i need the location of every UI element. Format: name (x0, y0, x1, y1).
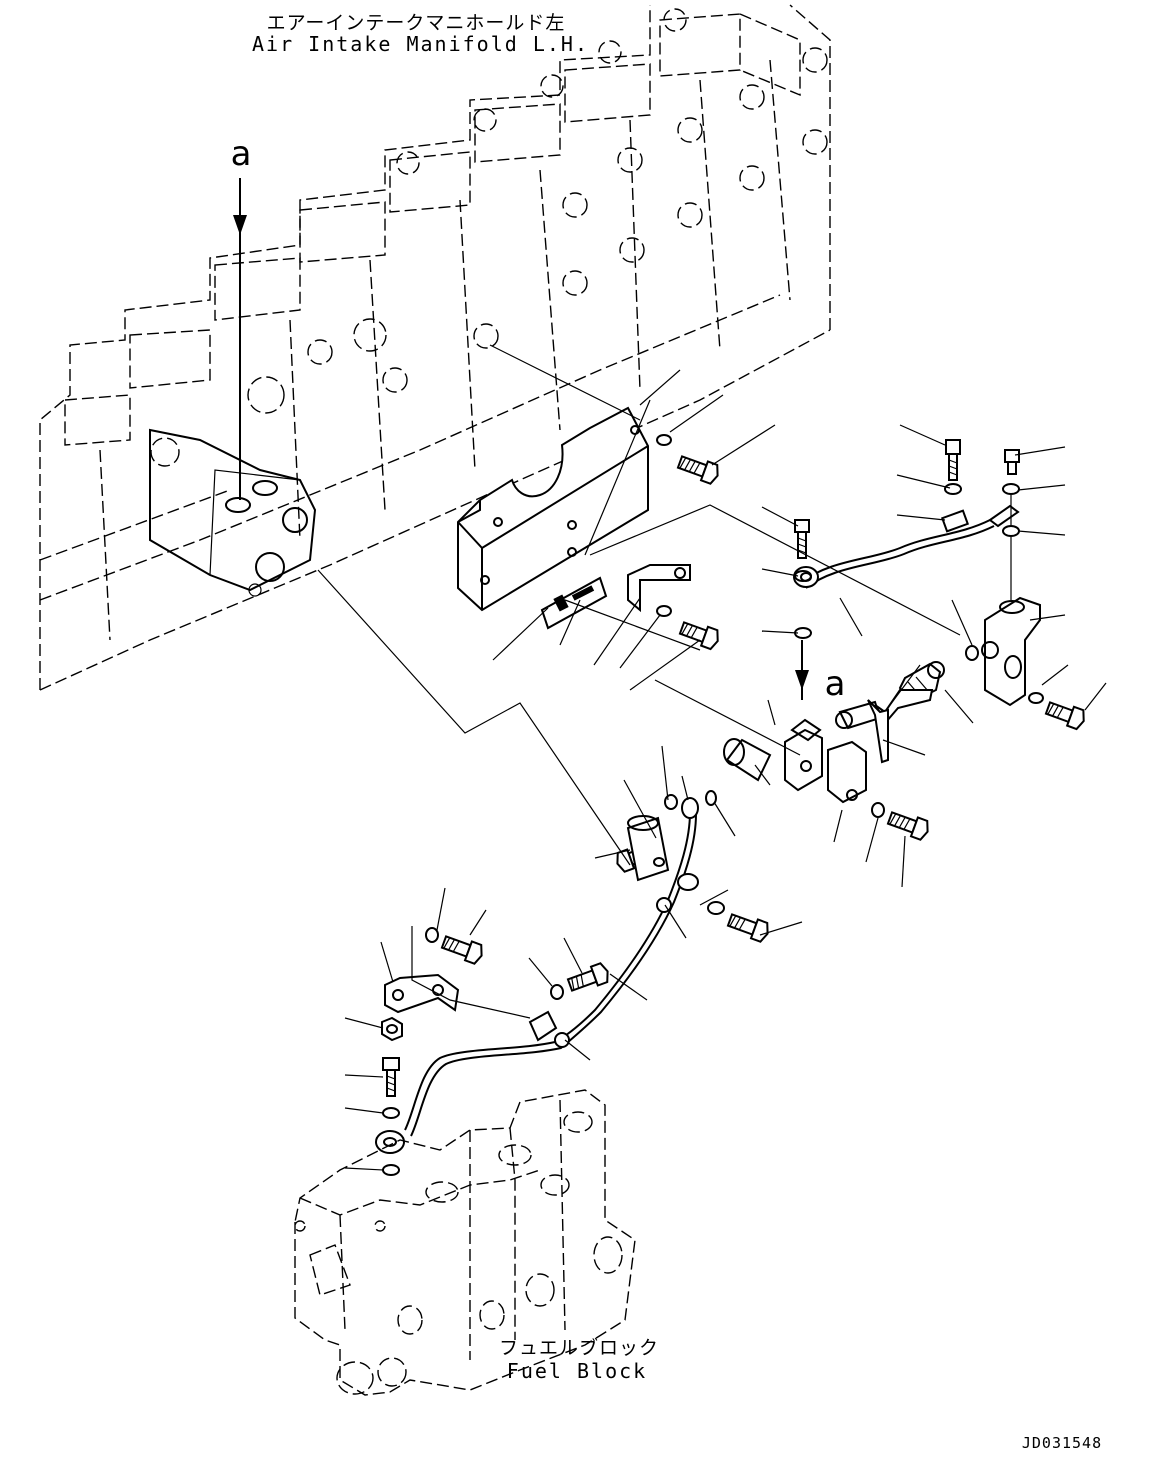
manifold-label-jp: エアーインテークマニホールド左 (266, 12, 566, 34)
lower-tube (375, 797, 699, 1154)
fuel-block (294, 1089, 636, 1396)
view-marker-mid: a (824, 664, 846, 704)
view-arrow-top (233, 178, 247, 500)
shield-bolts (656, 434, 719, 651)
clamp-blocks (784, 699, 889, 804)
spacer-collar (626, 815, 670, 882)
manifold-label-en: Air Intake Manifold L.H. (252, 32, 589, 56)
valve (835, 689, 934, 730)
middle-bolts (616, 794, 769, 943)
shield-bracket (627, 564, 691, 613)
lower-bracket-bolts (381, 927, 609, 1176)
sensor-block-bolt (1028, 692, 1085, 731)
view-marker-top: a (230, 134, 252, 174)
fuel-block-label-jp: フュエルブロック (498, 1337, 659, 1359)
leader-lines (317, 344, 1107, 1171)
drawing-code: JD031548 (1021, 1434, 1103, 1452)
view-arrow-mid (795, 640, 809, 700)
sensor-block (965, 596, 1041, 707)
air-intake-manifold (39, 4, 831, 691)
upper-tube-bolts (794, 439, 1020, 639)
heat-shield-plate (457, 406, 649, 612)
clamp-bolt (871, 802, 929, 841)
fuel-block-label-en: Fuel Block (506, 1359, 648, 1383)
lower-bracket (384, 973, 460, 1014)
upper-tube (793, 504, 1020, 589)
